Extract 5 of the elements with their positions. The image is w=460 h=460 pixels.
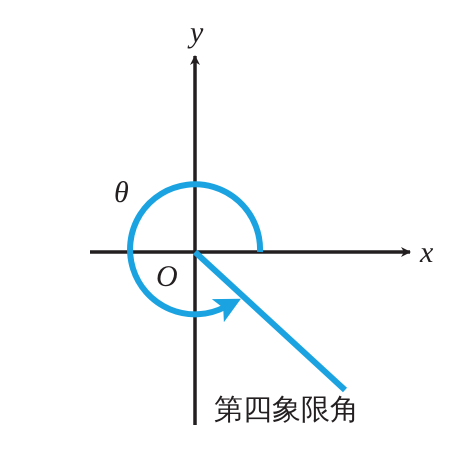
axis-label: x <box>420 238 434 268</box>
axis-label: y <box>190 18 204 48</box>
quadrant-label: 第四象限角 <box>214 395 359 424</box>
origin-label: O <box>156 262 178 292</box>
angle-label: θ <box>114 178 129 208</box>
